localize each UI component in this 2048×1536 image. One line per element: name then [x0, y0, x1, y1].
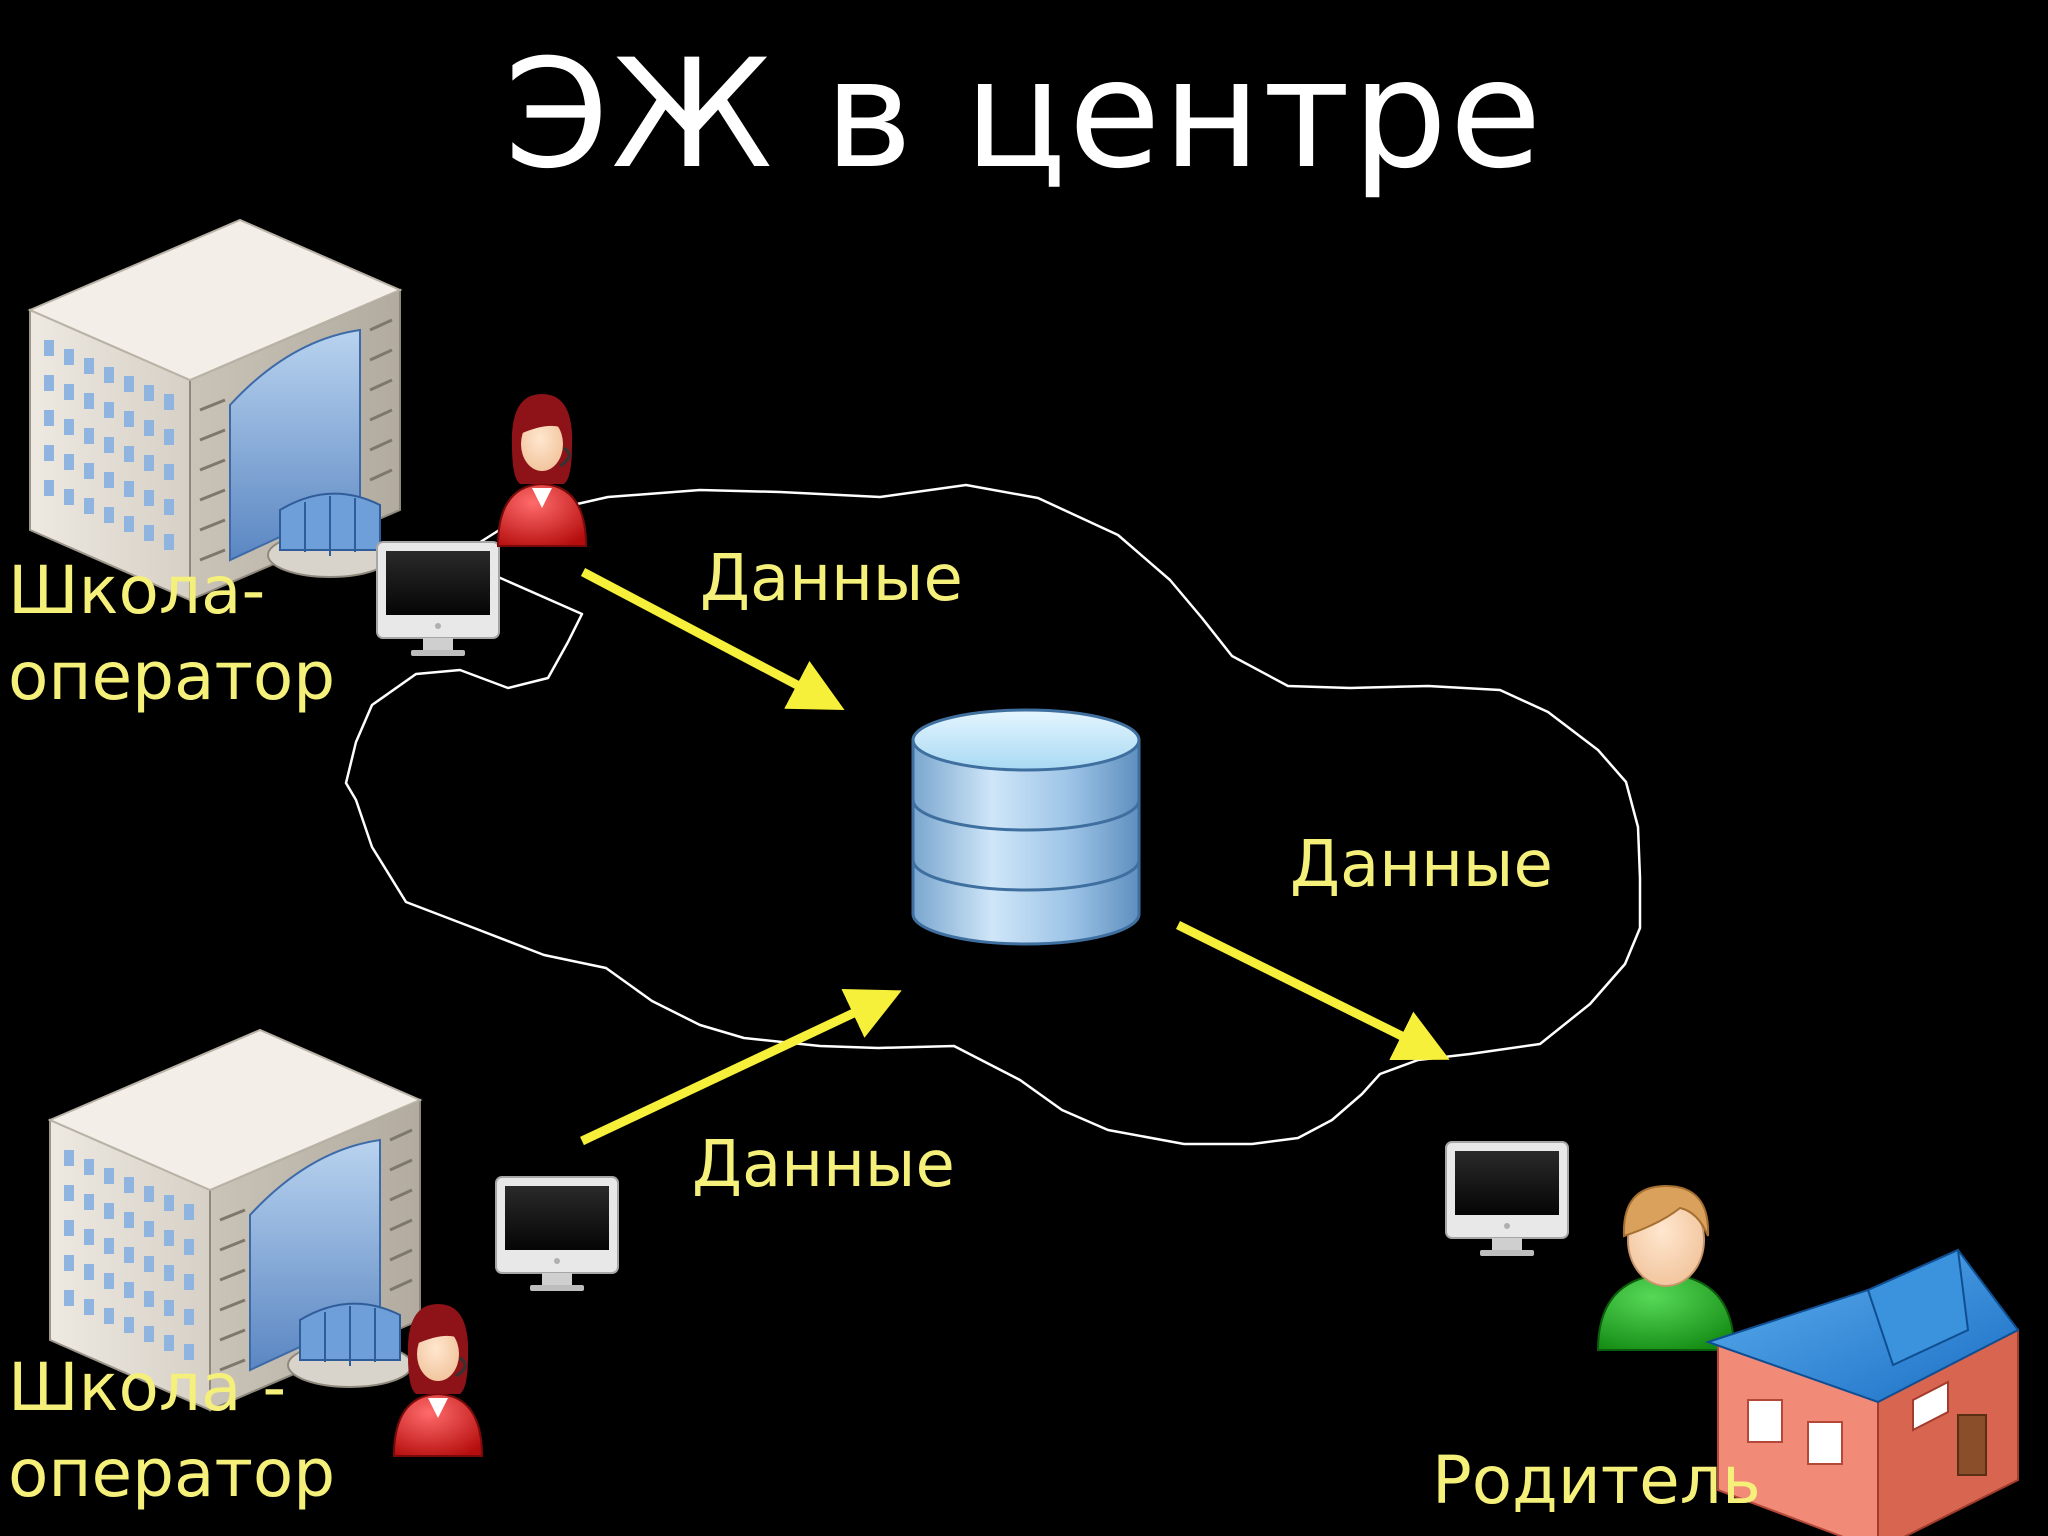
parent-man-icon: [1596, 1184, 1736, 1351]
school-1-operator-icon: [496, 392, 588, 548]
arrow-db-to-parent: [1175, 920, 1450, 1060]
flow-label-right: Данные: [1290, 828, 1553, 902]
house-icon: [1704, 1248, 2020, 1536]
parent-label: Родитель: [1432, 1442, 1761, 1519]
school-2-label: Школа - оператор: [8, 1345, 335, 1517]
database-cylinder-icon: [911, 708, 1141, 946]
flow-label-bottom: Данные: [692, 1128, 955, 1202]
school-1-label-line-1: Школа-: [8, 552, 266, 629]
cloud-outline: [344, 483, 1642, 1146]
school-2-computer-icon: [495, 1176, 619, 1292]
school-building-top-icon: [28, 218, 402, 602]
school-1-label-line-2: оператор: [8, 638, 336, 715]
school-2-operator-icon: [392, 1302, 484, 1458]
slide-title: ЭЖ в центре: [504, 28, 1544, 202]
school-2-label-line-2: оператор: [8, 1435, 336, 1512]
flow-label-top: Данные: [700, 542, 963, 616]
parent-computer-icon: [1445, 1141, 1569, 1257]
arrow-school-1-to-db: [580, 568, 845, 711]
school-2-label-line-1: Школа -: [8, 1349, 287, 1426]
arrow-school-2-to-db: [580, 988, 902, 1146]
school-1-label: Школа- оператор: [8, 548, 335, 720]
school-1-computer-icon: [376, 541, 500, 657]
